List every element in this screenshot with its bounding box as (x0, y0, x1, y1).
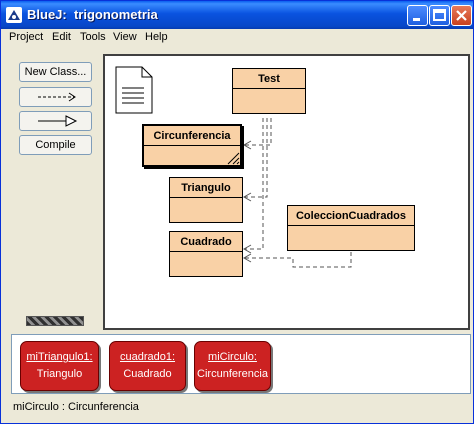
class-name: ColeccionCuadrados (288, 206, 414, 226)
class-name: Triangulo (170, 178, 242, 198)
readme-document-icon[interactable] (115, 66, 153, 117)
class-diagram-canvas[interactable]: Test Circunferencia Triangulo Cuadrado C… (103, 54, 470, 330)
class-name: Test (233, 69, 305, 89)
object-micirculo[interactable]: miCirculo: Circunferencia (194, 341, 271, 391)
dependency-arrows (242, 118, 352, 268)
close-button[interactable] (451, 5, 472, 26)
object-name: miCirculo: (208, 351, 257, 363)
bluej-app-icon (6, 7, 22, 23)
menu-edit[interactable]: Edit (52, 31, 71, 43)
window-title: BlueJ: trigonometria (27, 7, 158, 22)
object-type: Triangulo (36, 368, 83, 380)
maximize-button[interactable] (429, 5, 450, 26)
object-type: Cuadrado (123, 368, 172, 380)
class-triangulo[interactable]: Triangulo (169, 177, 243, 223)
menu-tools[interactable]: Tools (80, 31, 106, 43)
machine-activity-indicator (26, 316, 84, 326)
compile-button[interactable]: Compile (19, 135, 92, 155)
menu-view[interactable]: View (113, 31, 137, 43)
inheritance-arrow-button[interactable] (19, 111, 92, 131)
object-mitriangulo1[interactable]: miTriangulo1: Triangulo (20, 341, 99, 391)
object-name: miTriangulo1: (26, 351, 93, 363)
class-test[interactable]: Test (232, 68, 306, 114)
title-bar: BlueJ: trigonometria (1, 1, 473, 29)
uses-arrow-button[interactable] (19, 87, 92, 107)
dashed-arrow-icon (37, 92, 76, 102)
resize-handle-icon[interactable] (226, 151, 240, 165)
menu-help[interactable]: Help (145, 31, 168, 43)
class-name: Cuadrado (170, 232, 242, 252)
object-cuadrado1[interactable]: cuadrado1: Cuadrado (109, 341, 186, 391)
class-cuadrado[interactable]: Cuadrado (169, 231, 243, 277)
object-bench: miTriangulo1: Triangulo cuadrado1: Cuadr… (11, 334, 471, 394)
class-name: Circunferencia (144, 126, 240, 146)
menu-bar: Project Edit Tools View Help (1, 29, 473, 47)
object-type: Circunferencia (197, 368, 268, 380)
minimize-button[interactable] (407, 5, 428, 26)
object-name: cuadrado1: (119, 351, 176, 363)
class-coleccioncuadrados[interactable]: ColeccionCuadrados (287, 205, 415, 251)
class-circunferencia[interactable]: Circunferencia (142, 124, 242, 167)
new-class-button[interactable]: New Class... (19, 62, 92, 82)
inheritance-arrow-icon (37, 115, 77, 127)
status-bar-text: miCirculo : Circunferencia (13, 401, 139, 413)
menu-project[interactable]: Project (9, 31, 44, 43)
